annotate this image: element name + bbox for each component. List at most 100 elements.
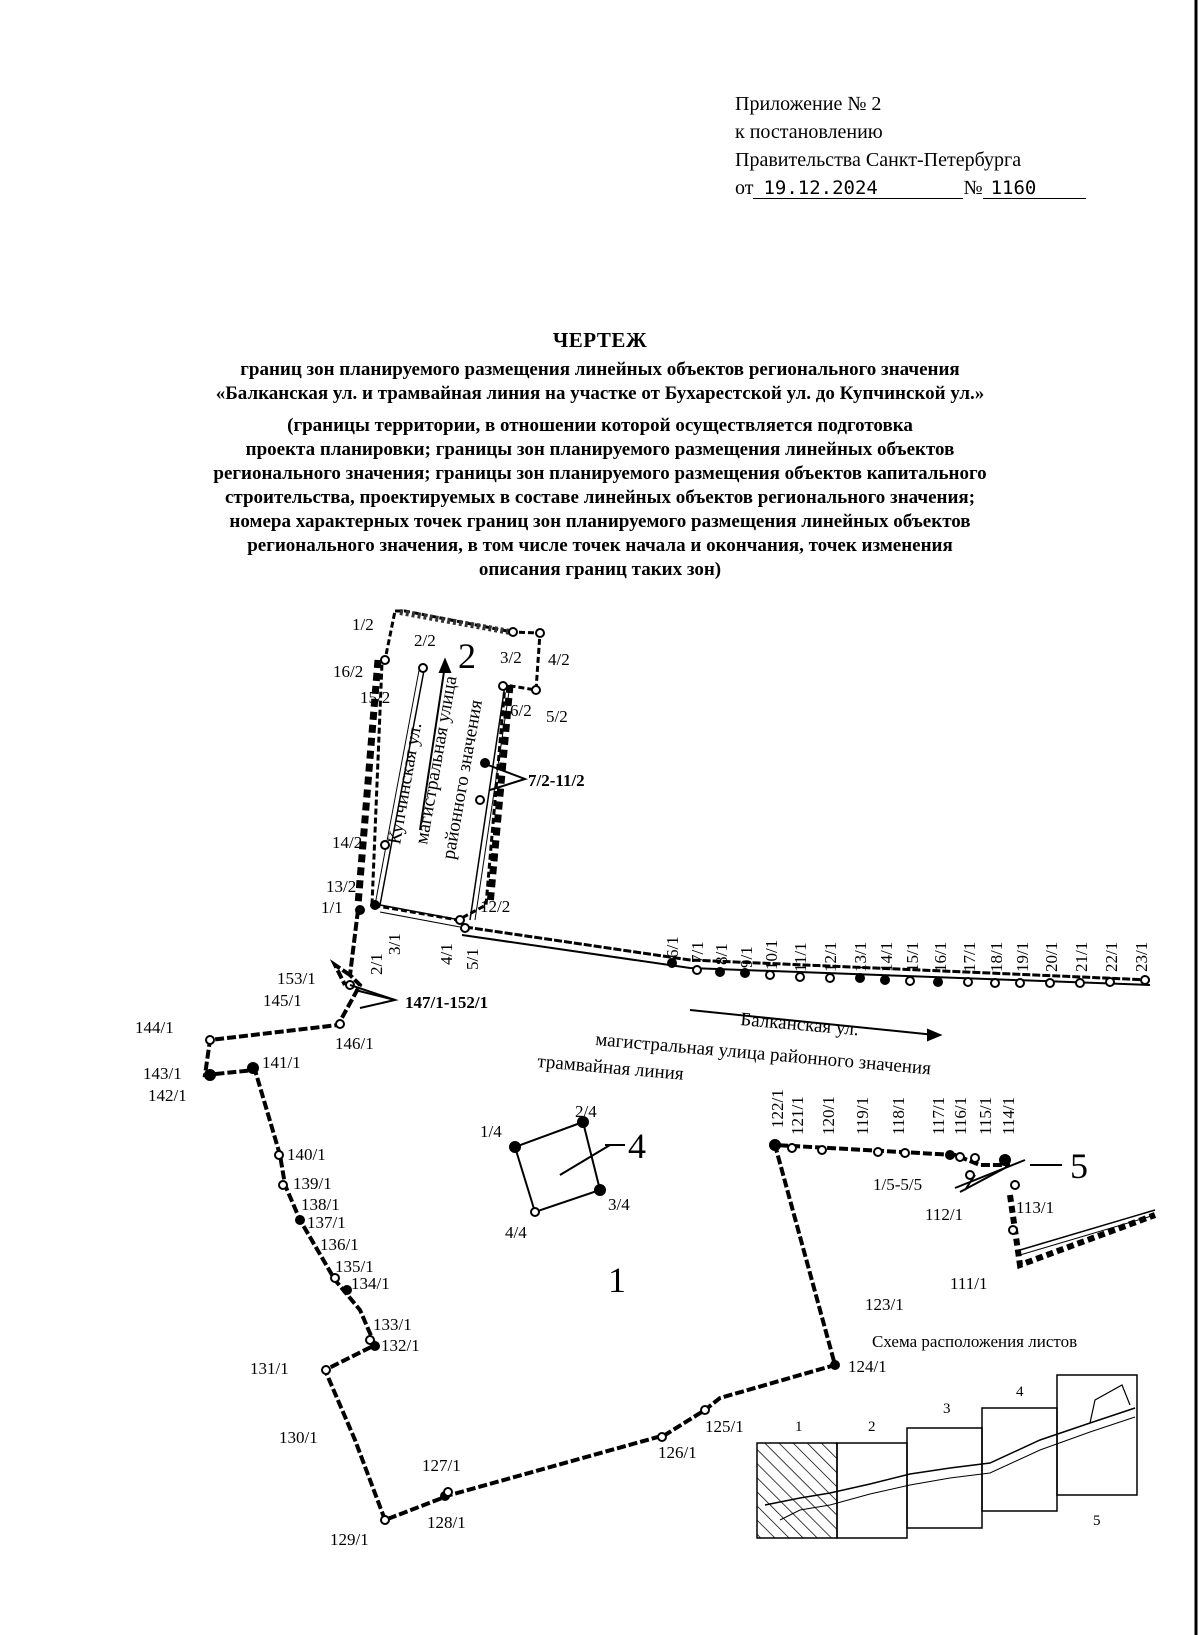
zone-2-boundary (354, 609, 542, 928)
label-137-1: 137/1 (307, 1213, 346, 1232)
label-20-1: 20/1 (1042, 942, 1061, 972)
decree-number: 1160 (982, 178, 1086, 199)
label-17-1: 17/1 (960, 942, 979, 972)
label-141-1: 141/1 (262, 1053, 301, 1072)
leader-lines (349, 764, 1026, 1193)
label-1-4: 1/4 (480, 1122, 502, 1141)
sheet-label-5: 5 (1093, 1513, 1101, 1529)
subtitle-line-5: номера характерных точек границ зон план… (229, 511, 971, 532)
label-125-1: 125/1 (705, 1417, 744, 1436)
label-120-1: 120/1 (819, 1096, 838, 1135)
label-119-1: 119/1 (853, 1097, 872, 1135)
sheet-label-3: 3 (943, 1401, 951, 1417)
appendix-header: Приложение № 2 к постановлению Правитель… (735, 90, 1095, 202)
sheet-1 (756, 1442, 838, 1539)
label-5-2: 5/2 (546, 707, 568, 726)
label-15-2: 15/2 (360, 688, 390, 707)
label-2-4: 2/4 (575, 1102, 597, 1121)
zone-4-boundary (513, 1120, 611, 1214)
label-16-2: 16/2 (333, 662, 363, 681)
zone-number-5: 5 (1070, 1146, 1088, 1186)
label-23-1: 23/1 (1132, 942, 1151, 972)
label-124-1: 124/1 (848, 1357, 887, 1376)
date-prefix: от (735, 177, 754, 199)
label-113-1: 113/1 (1016, 1198, 1054, 1217)
street-arrows (419, 657, 943, 1042)
sheet-3 (906, 1427, 983, 1529)
label-131-1: 131/1 (250, 1359, 289, 1378)
subtitle-line-7: описания границ таких зон) (478, 559, 722, 580)
appendix-number: Приложение № 2 (735, 93, 882, 115)
label-121-1: 121/1 (788, 1096, 807, 1135)
title-line-2: «Балканская ул. и трамвайная линия на уч… (215, 383, 985, 404)
title-main: ЧЕРТЕЖ (552, 328, 648, 352)
label-2-1: 2/1 (367, 953, 386, 975)
appendix-ref: к постановлению (735, 121, 883, 143)
title-line-1: границ зон планируемого размещения линей… (240, 359, 960, 380)
point-labels-vertical: 2/1 3/1 4/1 5/1 6/1 7/1 8/1 9/1 10/1 11/… (367, 933, 1151, 975)
label-122-1: 122/1 (768, 1089, 787, 1128)
label-3-1: 3/1 (385, 933, 404, 955)
zone-number-4: 4 (628, 1126, 646, 1166)
zone-number-1: 1 (608, 1260, 626, 1300)
decree-date: 19.12.2024 (753, 178, 964, 199)
label-133-1: 133/1 (373, 1315, 412, 1334)
label-14-2: 14/2 (332, 833, 362, 852)
label-142-1: 142/1 (148, 1086, 187, 1105)
drawing-title: ЧЕРТЕЖ границ зон планируемого размещени… (80, 328, 1120, 582)
sheet-scheme: Схема расположения листов 1 2 3 4 5 (756, 1332, 1138, 1539)
point-labels-zone-1: 153/1 145/1 146/1 144/1 143/1 142/1 141/… (135, 969, 1054, 1549)
label-126-1: 126/1 (658, 1443, 697, 1462)
label-18-1: 18/1 (987, 942, 1006, 972)
label-153-1: 153/1 (277, 969, 316, 988)
point-labels-vertical-2: 122/1 121/1 120/1 119/1 118/1 117/1 116/… (768, 1089, 1018, 1135)
label-12-1: 12/1 (821, 942, 840, 972)
label-117-1: 117/1 (929, 1097, 948, 1135)
label-9-1: 9/1 (737, 946, 756, 968)
label-128-1: 128/1 (427, 1513, 466, 1532)
label-140-1: 140/1 (287, 1145, 326, 1164)
label-22-1: 22/1 (1102, 942, 1121, 972)
subtitle-line-6: регионального значения, в том числе точе… (247, 535, 953, 556)
tram-line-label: трамвайная линия (537, 1051, 685, 1085)
sheet-label-1: 1 (795, 1419, 803, 1435)
label-15-1: 15/1 (903, 942, 922, 972)
label-10-1: 10/1 (762, 940, 781, 970)
label-136-1: 136/1 (320, 1235, 359, 1254)
label-14-1: 14/1 (877, 942, 896, 972)
label-129-1: 129/1 (330, 1530, 369, 1549)
label-138-1: 138/1 (301, 1195, 340, 1214)
label-115-1: 115/1 (976, 1097, 995, 1135)
label-146-1: 146/1 (335, 1034, 374, 1053)
label-6-1: 6/1 (663, 936, 682, 958)
label-16-1: 16/1 (931, 942, 950, 972)
label-4-2: 4/2 (548, 650, 570, 669)
zone-number-2: 2 (458, 636, 476, 676)
label-13-2: 13/2 (326, 877, 356, 896)
label-135-1: 135/1 (335, 1257, 374, 1276)
label-118-1: 118/1 (889, 1097, 908, 1135)
label-4-4: 4/4 (505, 1223, 527, 1242)
label-127-1: 127/1 (422, 1456, 461, 1475)
subtitle-line-1: (границы территории, в отношении которой… (287, 415, 913, 436)
point-labels-zone-2: 1/2 2/2 3/2 4/2 16/2 15/2 6/2 5/2 14/2 1… (321, 615, 570, 917)
label-3-2: 3/2 (500, 648, 522, 667)
appendix-issuer: Правительства Санкт-Петербурга (735, 149, 1022, 171)
label-144-1: 144/1 (135, 1018, 174, 1037)
boundary-points (204, 627, 1150, 1525)
label-145-1: 145/1 (263, 991, 302, 1010)
label-1-1: 1/1 (321, 898, 343, 917)
subtitle-line-3: регионального значения; границы зон план… (213, 463, 987, 484)
subtitle-line-4: строительства, проектируемых в составе л… (224, 487, 976, 508)
label-21-1: 21/1 (1072, 942, 1091, 972)
label-7-1: 7/1 (688, 941, 707, 963)
label-112-1: 112/1 (925, 1205, 963, 1224)
label-12-2: 12/2 (480, 897, 510, 916)
label-4-1: 4/1 (437, 943, 456, 965)
label-13-1: 13/1 (851, 942, 870, 972)
sheet-scheme-title: Схема расположения листов (872, 1332, 1077, 1351)
label-2-2: 2/2 (414, 631, 436, 650)
street-balkanskaya-name: Балканская ул. (740, 1009, 860, 1040)
